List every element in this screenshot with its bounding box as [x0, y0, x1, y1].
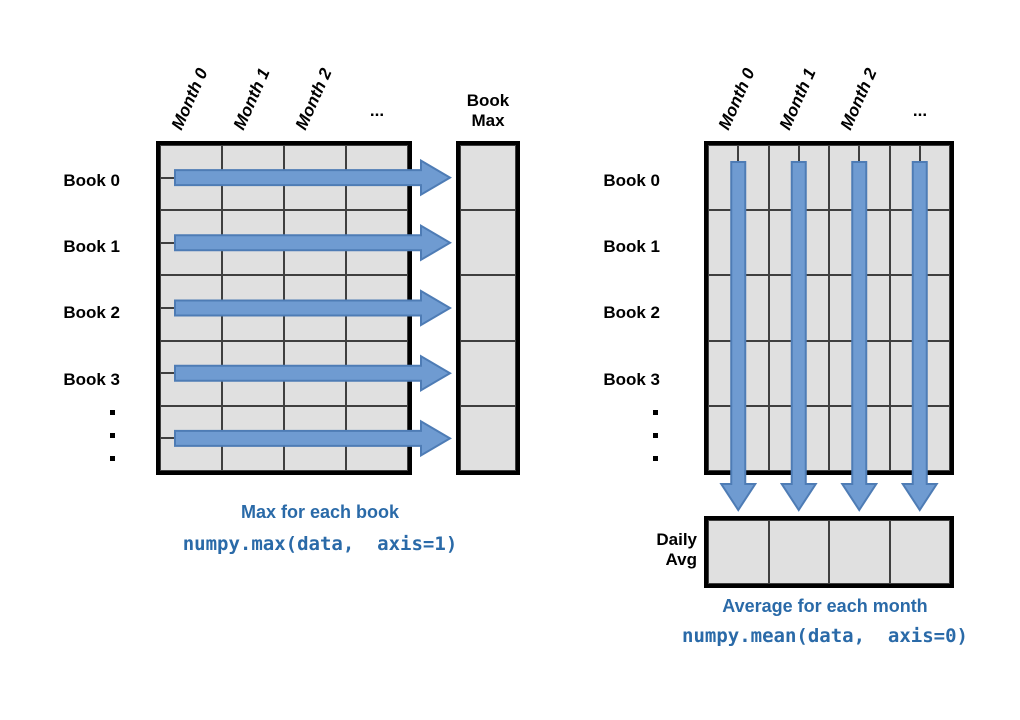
left-code-caption: numpy.max(data, axis=1) [182, 533, 458, 555]
row-max-arrow [174, 289, 452, 327]
col-mean-arrow [719, 161, 758, 512]
right-code-caption: numpy.mean(data, axis=0) [682, 625, 968, 647]
right-row-label-book2: Book 2 [603, 303, 660, 322]
left-row-label-book0: Book 0 [63, 171, 120, 190]
left-row-label-book3: Book 3 [63, 370, 120, 389]
left-row-ellipsis-dot [110, 433, 115, 438]
grid-cell [460, 405, 516, 471]
grid-cell [708, 520, 769, 584]
book-max-header-line1: Book [466, 91, 510, 110]
daily-avg-header-line1: Daily [656, 530, 697, 549]
right-row-label-book3: Book 3 [603, 370, 660, 389]
grid-cell [460, 210, 516, 276]
grid-cell [460, 275, 516, 341]
row-max-arrow [174, 158, 452, 197]
daily-avg-header: Daily Avg [590, 530, 697, 570]
col-mean-arrow [840, 161, 879, 512]
book-max-result-column [456, 141, 520, 475]
left-row-label-book2: Book 2 [63, 303, 120, 322]
book-max-header: Book Max [450, 91, 526, 131]
col-mean-arrow [779, 161, 818, 512]
daily-avg-header-line2: Avg [665, 550, 698, 569]
left-row-ellipsis-dot [110, 456, 115, 461]
book-max-header-line2: Max [471, 111, 505, 130]
right-row-ellipsis-dot [653, 410, 658, 415]
left-row-label-book1: Book 1 [63, 237, 120, 256]
left-row-ellipsis-dot [110, 410, 115, 415]
grid-cell [829, 520, 890, 584]
right-col-ellipsis: ... [912, 101, 928, 120]
row-max-arrow [174, 224, 452, 262]
daily-avg-result-row [704, 516, 954, 588]
right-row-ellipsis-dot [653, 456, 658, 461]
left-col-ellipsis: ... [369, 101, 385, 120]
right-row-label-book1: Book 1 [603, 237, 660, 256]
row-max-arrow [174, 354, 452, 392]
grid-cell [768, 520, 829, 584]
right-row-ellipsis-dot [653, 433, 658, 438]
grid-cell [460, 145, 516, 211]
left-caption: Max for each book [240, 502, 400, 522]
grid-cell [460, 340, 516, 406]
col-mean-arrow [900, 161, 939, 512]
right-row-label-book0: Book 0 [603, 171, 660, 190]
grid-cell [889, 520, 950, 584]
row-max-arrow [174, 419, 452, 458]
right-caption: Average for each month [722, 596, 928, 616]
